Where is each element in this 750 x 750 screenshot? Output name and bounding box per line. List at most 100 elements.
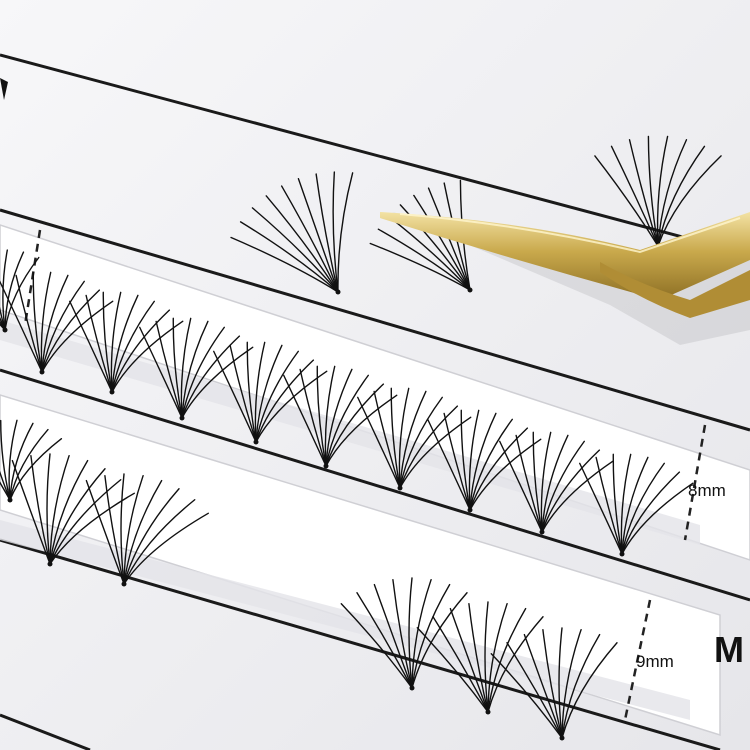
- lash-strand: [324, 365, 336, 467]
- lash-strand: [254, 341, 266, 443]
- lash-strand: [469, 418, 513, 511]
- lash-strand: [246, 341, 257, 443]
- lash-strand: [0, 320, 6, 331]
- lash-strand: [594, 155, 659, 247]
- lash-strand: [399, 396, 443, 489]
- lash-fan: [139, 317, 254, 421]
- lash-fan-base: [323, 463, 329, 469]
- lash-fan-base: [559, 735, 565, 741]
- lash-strand: [449, 607, 489, 713]
- lash-strand: [621, 462, 665, 555]
- lash-strand: [558, 627, 563, 739]
- lash-strand: [411, 592, 468, 689]
- lash-strand: [181, 326, 225, 419]
- lash-strand: [8, 419, 18, 501]
- lash-strand: [181, 335, 241, 419]
- lash-strand: [40, 271, 52, 373]
- lash-strand: [110, 291, 122, 393]
- lash-fan-base: [39, 369, 45, 375]
- card-corner-mark: [0, 78, 8, 100]
- lash-strand: [49, 454, 70, 565]
- lash-strand: [387, 215, 471, 291]
- lash-strand: [369, 242, 471, 291]
- lash-strand: [49, 479, 122, 565]
- lash-strand: [4, 251, 25, 331]
- lash-fan-base: [109, 389, 115, 395]
- strip-glue-band: [0, 320, 700, 545]
- lash-strand: [490, 653, 563, 739]
- lash-strand: [85, 294, 113, 393]
- lash-strand: [32, 271, 43, 373]
- lash-strand: [657, 145, 706, 247]
- lash-strand: [15, 274, 43, 373]
- lash-strand: [621, 471, 681, 555]
- lash-strand: [541, 449, 601, 533]
- lash-strand: [484, 601, 489, 713]
- lash-strand: [4, 256, 40, 331]
- lash-strand: [373, 583, 413, 689]
- lash-fan-base: [467, 287, 473, 293]
- lash-strand: [460, 409, 471, 511]
- lash-fan-base: [2, 327, 8, 333]
- lash-strand: [239, 221, 339, 293]
- lash-strand: [340, 603, 413, 689]
- lash-strand: [299, 368, 327, 467]
- lash-fan: [490, 627, 618, 741]
- guide-line-1: [0, 53, 750, 257]
- lash-strand: [111, 309, 171, 393]
- lash-strand: [561, 633, 601, 739]
- lash-strand: [0, 470, 11, 501]
- lash-strand: [408, 577, 413, 689]
- lash-strand: [255, 370, 328, 443]
- lash-strand: [41, 289, 101, 373]
- guide-line-3: [0, 368, 750, 602]
- lash-fan-base: [47, 561, 53, 567]
- tweezer-arm-upper: [380, 212, 750, 300]
- lash-strand: [229, 344, 257, 443]
- lash-strand: [621, 456, 649, 555]
- lash-strand: [255, 350, 299, 443]
- lash-strand: [468, 602, 489, 713]
- lash-strand: [620, 453, 632, 555]
- strip-dash-right: [623, 599, 652, 721]
- lash-strand: [487, 616, 544, 713]
- tweezer: [380, 212, 750, 345]
- lash-strand: [657, 139, 688, 247]
- lash-fan-base: [179, 415, 185, 421]
- lash-strand: [213, 350, 257, 443]
- lash-strand: [647, 135, 659, 247]
- lash-fan: [69, 291, 184, 395]
- lash-strand: [181, 346, 254, 419]
- lash-fan-base: [397, 485, 403, 491]
- lash-strand: [399, 416, 472, 489]
- lash-strand: [120, 473, 125, 585]
- lash-strand: [390, 387, 401, 489]
- lash-strand: [0, 306, 6, 331]
- lash-strand: [230, 236, 339, 293]
- lash-fan: [85, 473, 209, 587]
- lash-strand: [356, 592, 413, 689]
- lash-strand: [487, 607, 527, 713]
- lash-strand: [41, 280, 85, 373]
- lash-strand: [656, 135, 669, 247]
- lash-fan: [416, 601, 544, 715]
- lash-strand: [280, 185, 339, 293]
- lash-fan: [340, 577, 468, 691]
- strip-tape: [0, 394, 721, 737]
- lash-strand: [532, 431, 543, 533]
- lash-strand: [316, 365, 327, 467]
- lash-strand: [41, 274, 69, 373]
- card-letter: M: [714, 629, 744, 670]
- guide-line-2: [0, 208, 750, 432]
- lash-strand: [487, 602, 508, 713]
- lash-strand: [540, 431, 552, 533]
- lash-strand: [523, 633, 563, 739]
- lash-strand: [315, 173, 339, 293]
- lash-strand: [541, 434, 569, 533]
- lash-strand: [398, 387, 410, 489]
- lash-strand: [469, 438, 542, 511]
- lash-strand: [357, 396, 401, 489]
- lash-strand: [111, 294, 139, 393]
- lash-strand: [542, 628, 563, 739]
- lash-strand: [337, 172, 354, 293]
